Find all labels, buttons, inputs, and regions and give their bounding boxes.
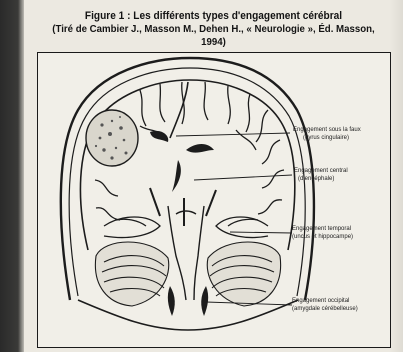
tumor-mass (86, 110, 138, 166)
label-temporal-line1: Engagement temporal (292, 226, 353, 234)
label-engagement-occipital: Engagement occipital (amygdale cérébelle… (292, 298, 358, 313)
temporal-lobes (104, 217, 268, 238)
herniation-arrows (150, 188, 216, 226)
label-engagement-central: Engagement central (diencéphale) (294, 168, 348, 183)
label-faux-line2: (gyrus cingulaire) (293, 135, 361, 143)
page-edge-shadow (389, 0, 403, 352)
cerebellar-tonsils (168, 286, 208, 316)
label-occipital-line1: Engagement occipital (292, 298, 358, 306)
label-temporal-line2: (uncus et hippocampe) (292, 234, 353, 242)
label-engagement-temporal: Engagement temporal (uncus et hippocampe… (292, 226, 353, 241)
lateral-ventricles (150, 131, 214, 192)
cerebellum (95, 242, 280, 306)
label-faux-line1: Engagement sous la faux (293, 127, 361, 135)
brainstem (168, 206, 204, 300)
label-central-line1: Engagement central (294, 168, 348, 176)
falx-cerebri (170, 82, 188, 138)
label-engagement-sous-la-faux: Engagement sous la faux (gyrus cingulair… (293, 127, 361, 142)
label-occipital-line2: (amygdale cérébelleuse) (292, 306, 358, 314)
label-central-line2: (diencéphale) (294, 176, 348, 184)
